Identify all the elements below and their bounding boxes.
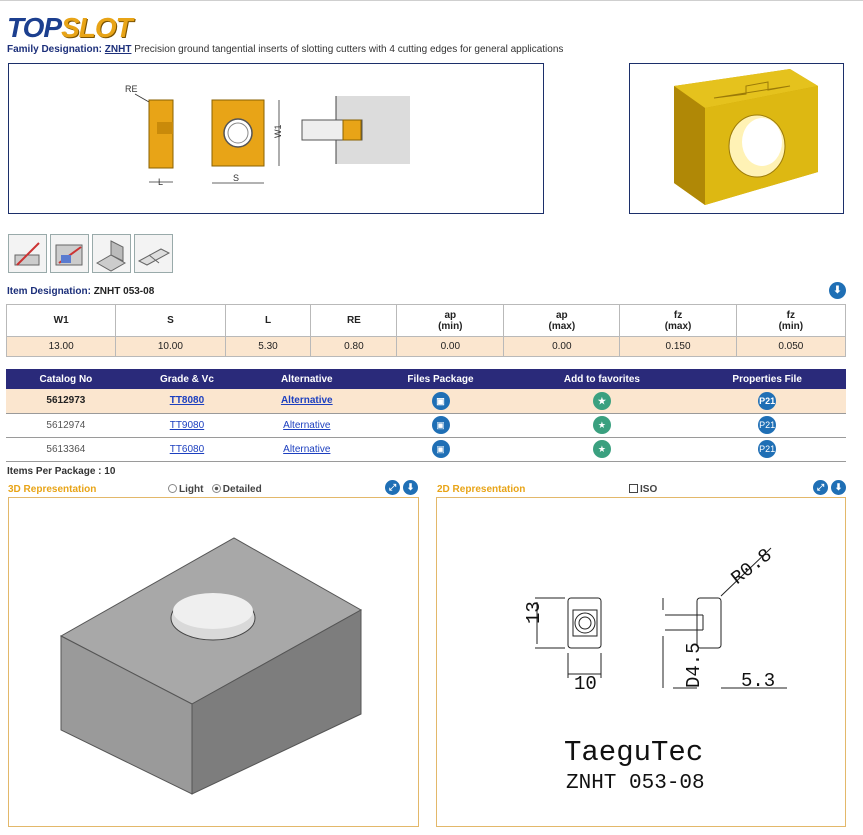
dim-value-fz-max: 0.150 [619,336,737,357]
shoulder-application-icon[interactable] [134,234,173,273]
3d-model-svg [59,537,363,795]
catalog-table: Catalog No Grade & Vc Alternative Files … [6,369,846,462]
properties-file-icon[interactable]: P21 [758,440,777,458]
insert-drawing-svg: RE L S W1 [125,84,410,187]
grade-link[interactable]: TT9080 [169,419,205,431]
dim-header-fz-max: fz(max) [619,304,737,337]
slotting-application-icon[interactable] [8,234,47,273]
dimensions-header-row: W1 S L RE ap(min) ap(max) fz(max) fz(min… [5,304,847,337]
catalog-no: 5612973 [6,389,126,414]
catalog-row: 5612973 TT8080 Alternative ▣ ★ P21 [6,389,846,414]
dim-value-l: 5.30 [224,336,312,357]
item-designation-value: ZNHT 053-08 [93,286,155,297]
light-radio[interactable]: Light [168,484,203,495]
catalog-header-catalog-no: Catalog No [6,369,126,389]
download-3d-icon[interactable]: ⬇ [403,480,418,495]
dim-value-s: 10.00 [115,336,226,357]
dim-r08-label: R0.8 [727,544,776,589]
brand-label: TaeguTec [564,736,703,769]
render-mode-options: Light Detailed [168,484,262,495]
dim-header-w1: W1 [5,304,117,337]
alternative-link[interactable]: Alternative [283,419,331,431]
catalog-header-grade: Grade & Vc [125,369,249,389]
dim-header-ap-min: ap(min) [396,304,505,337]
family-code-link[interactable]: ZNHT [104,44,132,55]
files-package-icon[interactable]: ▣ [431,416,450,434]
detailed-radio[interactable]: Detailed [211,484,262,495]
dim-value-ap-max: 0.00 [503,336,621,357]
2d-drawing-svg: 13 10 D4.5 5.3 R0.8 TaeguTec ZNHT 053-08 [523,544,787,795]
dim-value-fz-min: 0.050 [735,336,847,357]
family-description: Precision ground tangential inserts of s… [134,44,564,55]
dimensions-value-row: 13.00 10.00 5.30 0.80 0.00 0.00 0.150 0.… [5,336,847,357]
item-designation-label: Item Designation: [7,286,91,297]
re-label: RE [125,84,138,94]
3d-representation-title: 3D Representation [8,484,97,495]
catalog-no: 5612974 [6,413,126,438]
add-favorite-star-icon[interactable]: ★ [592,416,611,434]
catalog-no: 5613364 [6,437,126,462]
dim-header-l: L [224,304,312,337]
dim-header-ap-max: ap(max) [503,304,621,337]
dim-value-w1: 13.00 [5,336,117,357]
s-label: S [233,173,239,183]
dimensions-table: W1 S L RE ap(min) ap(max) fz(max) fz(min… [5,304,847,357]
family-label: Family Designation: [7,44,103,55]
2d-viewer[interactable]: 13 10 D4.5 5.3 R0.8 TaeguTec ZNHT 053-08 [436,497,846,827]
logo-top-text: TOP [7,12,62,43]
files-package-icon[interactable]: ▣ [431,391,450,410]
fullscreen-icon[interactable]: ⤢ [813,480,828,495]
item-code-label: ZNHT 053-08 [566,772,705,795]
3d-viewer[interactable] [8,497,419,827]
grade-link[interactable]: TT8080 [169,395,205,407]
iso-checkbox[interactable]: ISO [629,484,657,495]
logo-slot-text: SLOT [61,12,133,43]
dim-13-label: 13 [523,601,545,624]
grade-link[interactable]: TT6080 [169,443,205,455]
fullscreen-icon[interactable]: ⤢ [385,480,400,495]
2d-controls: ⤢ ⬇ [813,480,846,495]
dim-header-re: RE [310,304,398,337]
catalog-header-files-package: Files Package [365,369,516,389]
top-divider [0,0,863,1]
catalog-row: 5612974 TT9080 Alternative ▣ ★ P21 [6,413,846,438]
add-favorite-star-icon[interactable]: ★ [592,391,611,410]
insert-photo [629,63,844,214]
dim-value-re: 0.80 [310,336,398,357]
properties-file-icon[interactable]: P21 [758,416,777,434]
dim-d45-label: D4.5 [683,642,705,688]
catalog-row: 5613364 TT6080 Alternative ▣ ★ P21 [6,437,846,462]
w1-label: W1 [273,125,283,139]
grooving-application-icon[interactable] [50,234,89,273]
dim-header-s: S [115,304,226,337]
properties-file-icon[interactable]: P21 [758,391,777,410]
alternative-link[interactable]: Alternative [280,395,333,407]
catalog-header-properties: Properties File [688,369,846,389]
dim-53-label: 5.3 [741,670,775,692]
item-designation: Item Designation: ZNHT 053-08 [7,286,154,297]
family-designation: Family Designation: ZNHT Precision groun… [7,44,563,55]
l-label: L [158,177,163,187]
catalog-header-favorites: Add to favorites [515,369,689,389]
catalog-header-alternative: Alternative [248,369,366,389]
dim-10-label: 10 [574,673,597,695]
insert-photo-svg [674,69,818,205]
dim-header-fz-min: fz(min) [735,304,847,337]
application-icons [8,234,173,273]
side-milling-application-icon[interactable] [92,234,131,273]
catalog-header-row: Catalog No Grade & Vc Alternative Files … [6,369,846,389]
2d-representation-title: 2D Representation [437,484,526,495]
3d-controls: ⤢ ⬇ [385,480,418,495]
items-per-package: Items Per Package : 10 [7,466,116,477]
topslot-logo: TOPSLOT [7,12,133,44]
technical-drawing: RE L S W1 [8,63,544,214]
download-2d-icon[interactable]: ⬇ [831,480,846,495]
alternative-link[interactable]: Alternative [283,443,331,455]
dim-value-ap-min: 0.00 [396,336,505,357]
add-favorite-star-icon[interactable]: ★ [592,440,611,458]
files-package-icon[interactable]: ▣ [431,440,450,458]
download-icon[interactable]: ⬇ [829,282,846,299]
